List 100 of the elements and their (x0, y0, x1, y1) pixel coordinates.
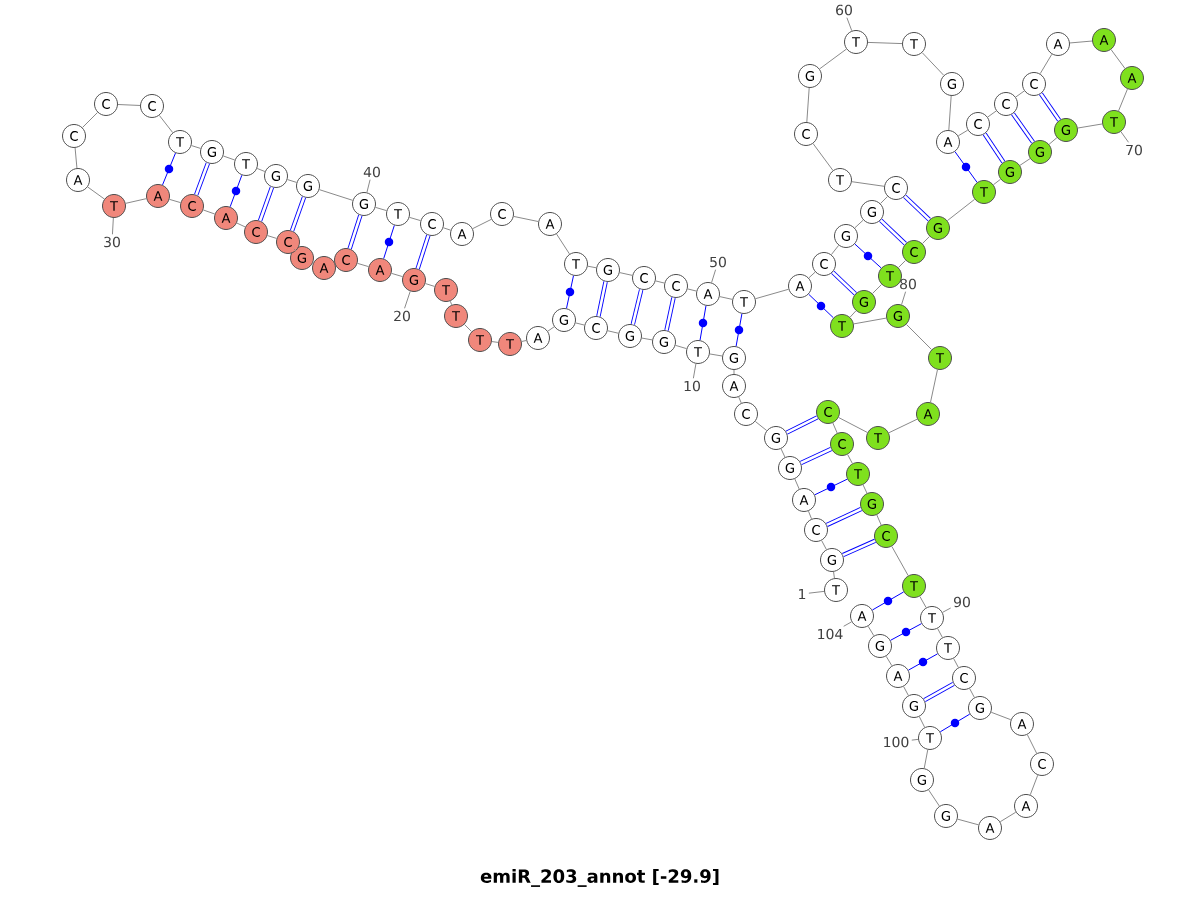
backbone-line (851, 181, 885, 187)
backbone-line (780, 448, 786, 458)
base-pair-line (907, 653, 939, 671)
backbone-line (513, 215, 539, 223)
backbone-line (236, 222, 246, 228)
base-pair-line (630, 289, 644, 325)
backbone-line (923, 749, 929, 769)
backbone-line (867, 41, 903, 45)
backbone-line (256, 167, 266, 173)
backbone-line (919, 595, 927, 609)
backbone-line (464, 324, 472, 332)
base-pair-line (954, 151, 978, 183)
leader-line (843, 621, 853, 627)
backbone-line (754, 421, 768, 431)
backbone-line (1015, 90, 1025, 98)
base-pair-line (939, 713, 971, 733)
backbone-line (266, 235, 278, 239)
backbone-line (880, 196, 888, 204)
backbone-line (409, 216, 421, 222)
backbone-line (521, 340, 527, 342)
base-pair-line (831, 270, 857, 296)
backbone-line (853, 317, 887, 325)
backbone-line (999, 811, 1017, 823)
backbone-line (1029, 774, 1039, 796)
backbone-line (876, 514, 882, 526)
base-pair-line (842, 538, 876, 558)
base-pair-line (257, 186, 275, 222)
backbone-line (849, 310, 857, 318)
backbone-line (391, 272, 403, 278)
leader-line (111, 217, 114, 235)
backbone-line (794, 478, 800, 490)
backbone-line (375, 206, 387, 212)
backbone-line (990, 711, 1012, 721)
base-pair-line (808, 293, 834, 319)
leader-line (711, 269, 717, 284)
leader-line (942, 607, 952, 613)
backbone-line (903, 686, 909, 696)
backbone-line (854, 219, 864, 229)
backbone-line (806, 87, 810, 123)
backbone-line (957, 129, 969, 137)
backbone-line (675, 344, 687, 350)
backbone-line (906, 324, 932, 350)
backbone-line (807, 510, 813, 520)
base-pair-line (890, 623, 922, 641)
backbone-line (318, 189, 354, 201)
leader-line (901, 291, 907, 306)
base-pair-line (289, 196, 307, 232)
title: emiR_203_annot [-29.9] (480, 869, 719, 887)
backbone-line (830, 244, 840, 256)
backbone-line (117, 104, 141, 106)
backbone-line (819, 48, 847, 70)
backbone-line (832, 422, 838, 434)
backbone-line (953, 658, 959, 668)
backbone-line (921, 52, 945, 76)
base-pair-line (825, 507, 863, 527)
backbone-line (969, 688, 975, 698)
backbone-line (709, 353, 723, 357)
backbone-line (872, 284, 882, 294)
backbone-line (222, 155, 236, 161)
backbone-line (424, 283, 436, 287)
backbone-line (125, 198, 147, 204)
backbone-line (808, 271, 816, 279)
backbone-line (491, 341, 499, 343)
backbone-line (1118, 88, 1128, 112)
backbone-line (946, 198, 976, 222)
backbone-line (918, 716, 926, 728)
backbone-line (1019, 158, 1031, 166)
backbone-line (472, 218, 492, 230)
base-pair-line (229, 174, 243, 208)
base-pair-line (162, 152, 176, 186)
backbone-line (1110, 49, 1126, 69)
backbone-line (442, 227, 452, 231)
backbone-line (74, 147, 78, 169)
backbone-line (1077, 123, 1103, 129)
backbone-line (993, 178, 1001, 186)
base-pair-line (982, 132, 1006, 164)
base-pair-line (923, 681, 955, 703)
base-pair-line (194, 162, 210, 196)
base-pair-line (1039, 92, 1061, 122)
backbone-line (948, 95, 952, 131)
base-pair-line (734, 313, 744, 347)
backbone-line (169, 198, 181, 204)
backbone-line (190, 145, 202, 149)
backbone-line (556, 233, 570, 255)
base-pair-line (698, 305, 708, 341)
backbone-line (928, 789, 940, 807)
leader-line (366, 179, 371, 193)
backbone-line (82, 112, 99, 128)
backbone-line (862, 484, 868, 494)
leader-line (1120, 131, 1129, 143)
leader-line (692, 363, 697, 379)
backbone-line (587, 265, 597, 269)
base-pair-line (854, 243, 882, 269)
base-pair-line (664, 297, 676, 331)
backbone-line (1048, 137, 1058, 145)
base-pair-line (415, 234, 431, 270)
base-pair-line (1011, 112, 1035, 144)
base-pair-line (871, 591, 905, 611)
base-pair-line (347, 214, 363, 250)
backbone-line (891, 545, 909, 576)
